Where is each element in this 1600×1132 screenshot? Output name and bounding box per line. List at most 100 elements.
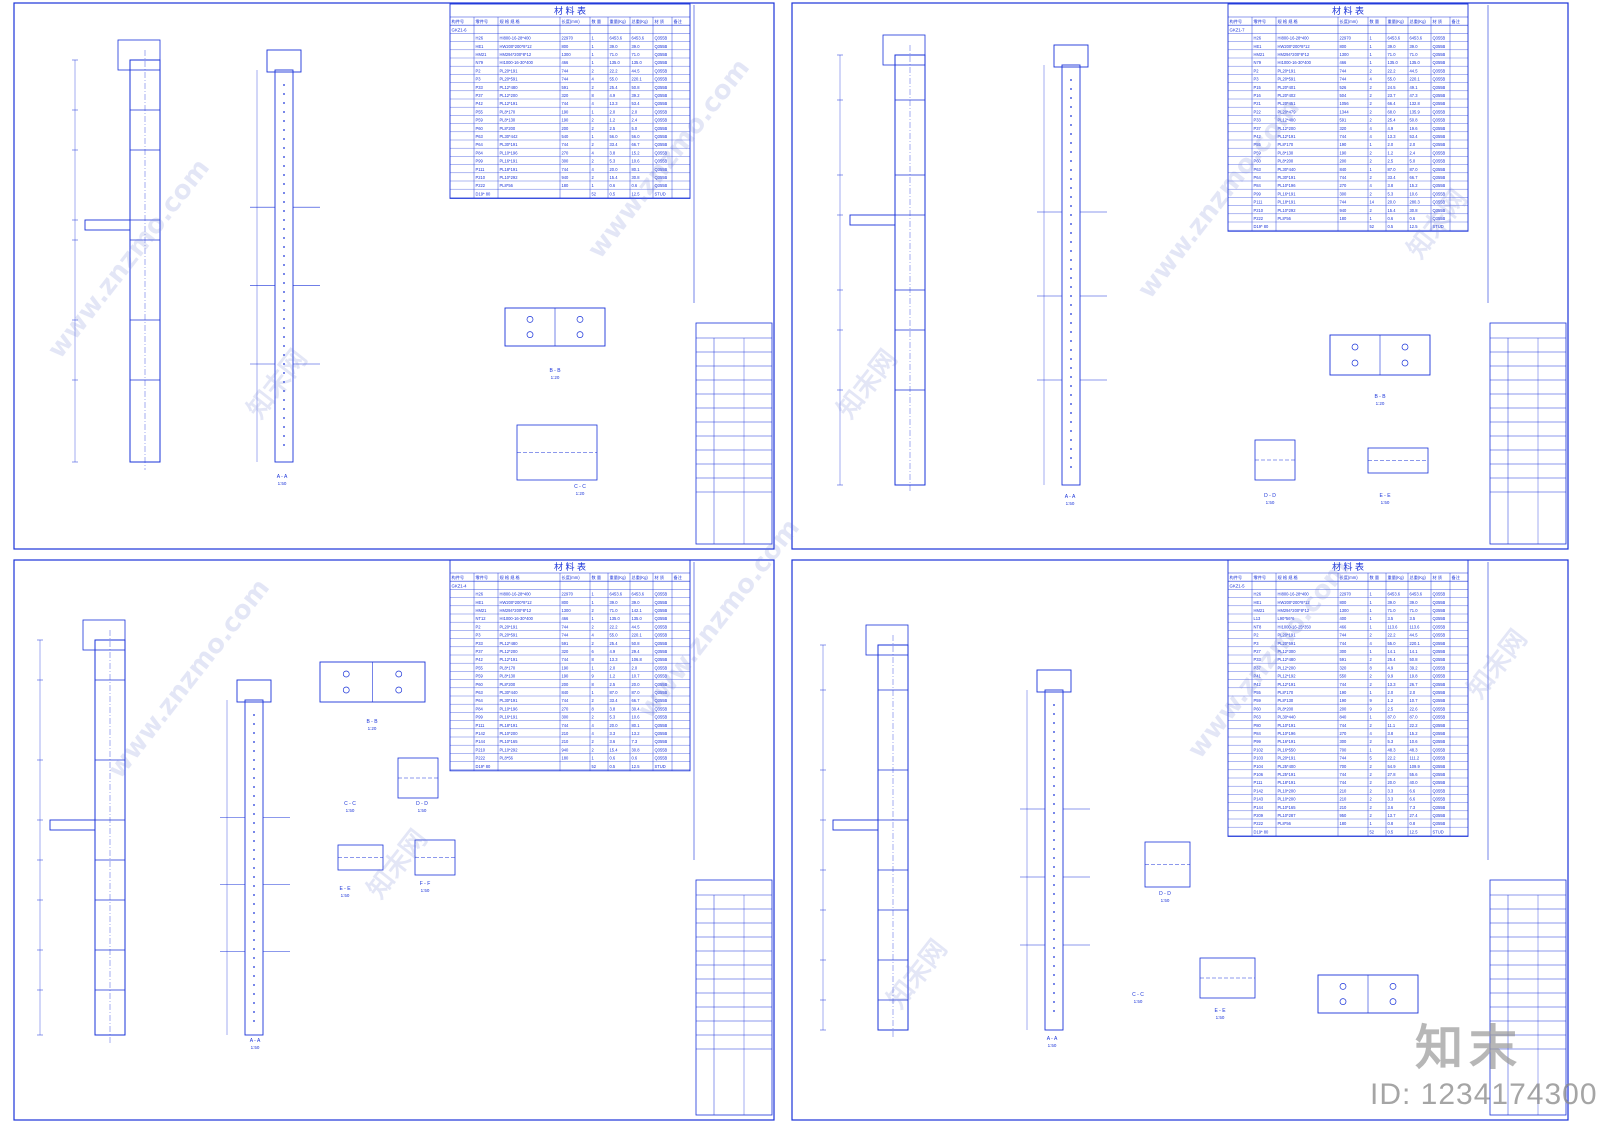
member-id: GKZ1-6	[452, 27, 468, 32]
table-cell: 1	[1370, 216, 1373, 221]
table-header: 总重(Kg)	[1410, 574, 1427, 580]
table-cell: Q355B	[655, 698, 668, 703]
bolt-hole	[283, 237, 285, 239]
bolt-hole	[1053, 1010, 1055, 1012]
table-cell: 180	[562, 756, 570, 761]
bolt-hole	[253, 732, 255, 734]
table-header: 构件号	[452, 574, 465, 581]
table-cell: 3.3	[1388, 797, 1394, 802]
table-cell: 0.6	[632, 756, 638, 761]
table-cell: PL8*200	[500, 682, 516, 687]
bolt-hole	[1053, 866, 1055, 868]
table-cell: 4.9	[1388, 126, 1394, 131]
table-cell: Q355B	[1433, 60, 1446, 65]
table-cell: N79	[1254, 60, 1262, 65]
table-cell: 4	[1370, 731, 1373, 736]
bolt-hole	[253, 1020, 255, 1022]
section-labels-s1: B - B1:20C - C1:20A - A1:50	[277, 368, 586, 496]
bolt-hole	[1070, 439, 1072, 441]
table-cell: 71.0	[1388, 52, 1397, 57]
table-cell: P41	[1254, 674, 1262, 679]
table-cell: D19* 80	[1254, 224, 1270, 229]
table-cell: 190	[562, 118, 570, 123]
table-cell: 6	[592, 649, 595, 654]
bolt-hole	[283, 390, 285, 392]
table-cell: 270	[1340, 183, 1348, 188]
table-cell: Q355B	[1433, 821, 1446, 826]
table-cell: HE1	[476, 44, 485, 49]
table-cell: PL12*480	[1278, 118, 1297, 123]
table-cell: Q355B	[655, 44, 668, 49]
table-cell: Q355B	[1433, 723, 1446, 728]
table-cell: 10.6	[632, 715, 641, 720]
bolt-hole	[1053, 929, 1055, 931]
table-cell: NT12	[476, 616, 487, 621]
bolt-hole	[253, 831, 255, 833]
table-header: 重量(Kg)	[610, 574, 627, 581]
table-cell: PL8*170	[500, 665, 516, 670]
section-label: D - D	[1264, 493, 1276, 499]
table-cell: 5.3	[1388, 739, 1394, 744]
table-cell: Q355B	[1433, 44, 1446, 49]
table-cell: P106	[1254, 772, 1264, 777]
bolt-circle	[342, 686, 350, 694]
table-cell: 800	[562, 44, 570, 49]
table-cell: 33.4	[610, 142, 619, 147]
table-cell: 4.9	[610, 649, 616, 654]
table-cell: 111.2	[1410, 756, 1420, 761]
table-cell: 87.0	[610, 690, 619, 695]
bolt-hole	[1053, 974, 1055, 976]
table-cell: 1	[1370, 600, 1373, 605]
table-cell: 22970	[1340, 36, 1352, 41]
bolt-hole	[253, 912, 255, 914]
bolt-hole	[253, 741, 255, 743]
table-header: 规 格 规 格	[1278, 574, 1299, 581]
table-cell: 1056	[1340, 101, 1350, 106]
watermark-text: 知末网	[1462, 624, 1534, 704]
column-elevation-4	[820, 624, 909, 1038]
table-cell: 466	[1340, 624, 1348, 629]
table-cell: PL20*191	[500, 624, 519, 629]
table-cell: 280.3	[1410, 200, 1421, 205]
table-cell: 23.7	[1388, 93, 1397, 98]
table-cell: Q355B	[1433, 118, 1446, 123]
table-cell: P2	[476, 68, 482, 73]
table-cell: 2.0	[1410, 142, 1416, 147]
bolt-hole	[1070, 376, 1072, 378]
section-label: A - A	[250, 1038, 261, 1044]
table-cell: PL12*480	[500, 85, 519, 90]
table-cell: 2.0	[632, 665, 638, 670]
bolt-hole	[1070, 421, 1072, 423]
table-cell: Q355B	[655, 77, 668, 82]
table-cell: P80	[1254, 723, 1262, 728]
bolt-hole	[1053, 758, 1055, 760]
table-cell: 1	[592, 616, 595, 621]
bolt-hole	[283, 102, 285, 104]
table-cell: 2	[1370, 93, 1373, 98]
table-cell: 6453.6	[632, 36, 645, 41]
table-cell: 744	[562, 624, 570, 629]
table-cell: 71.0	[1410, 608, 1419, 613]
table-cell: 4	[1370, 641, 1373, 646]
table-cell: HI1000-16-25*350	[1278, 624, 1312, 629]
table-cell: P84	[1254, 731, 1262, 736]
table-cell: 22.2	[1388, 756, 1397, 761]
table-cell: 2	[1370, 68, 1373, 73]
table-cell: 55.0	[610, 633, 619, 638]
bolt-hole	[253, 939, 255, 941]
table-header: 数 量	[592, 574, 602, 581]
table-cell: 210	[562, 731, 570, 736]
bolt-hole	[283, 444, 285, 446]
table-cell: PL25*400	[1278, 764, 1297, 769]
table-cell: Q355B	[1433, 797, 1446, 802]
rect	[882, 34, 926, 66]
table-cell: 12.5	[632, 191, 641, 196]
section-scale: 1:50	[1216, 1015, 1225, 1020]
table-cell: Q355B	[655, 101, 668, 106]
table-cell: Q355B	[1433, 665, 1446, 670]
table-cell: P2	[476, 624, 482, 629]
table-cell: PL8*56	[500, 756, 514, 761]
table-cell: L13	[1254, 616, 1262, 621]
bolt-hole	[283, 129, 285, 131]
